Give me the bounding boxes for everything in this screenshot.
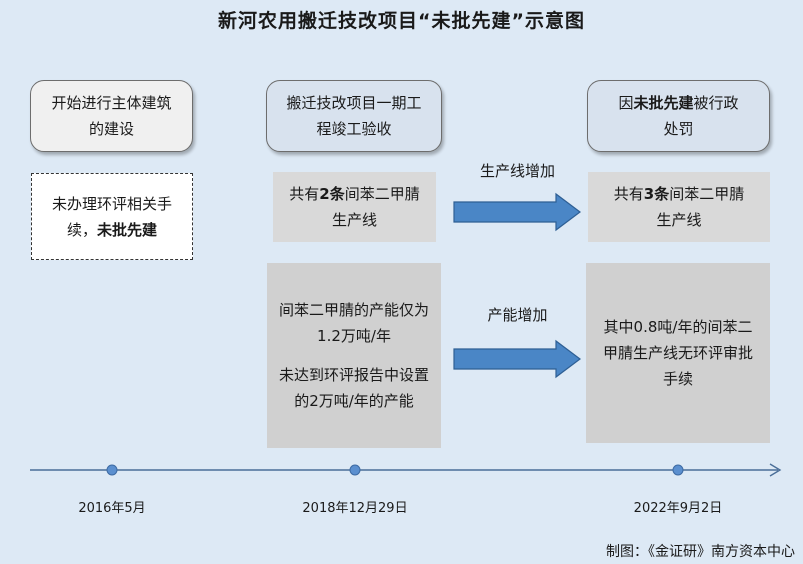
- stage-text-2018: 搬迁技改项目一期工程竣工验收: [286, 94, 422, 138]
- stage-text-2022: 因未批先建被行政处罚: [618, 94, 739, 138]
- timeline-dot-2018: [349, 464, 361, 476]
- timeline-dot-2022: [672, 464, 684, 476]
- timeline-axis: [30, 463, 782, 477]
- lines-text-2022: 共有3条间苯二甲腈生产线: [613, 185, 745, 229]
- timeline-date-2018: 2018年12月29日: [302, 501, 408, 516]
- capacity-box-2022: 其中0.8吨/年的间苯二甲腈生产线无环评审批手续: [586, 263, 770, 443]
- diagram-title: 新河农用搬迁技改项目“未批先建”示意图: [218, 10, 585, 32]
- lines-text-2018: 共有2条间苯二甲腈生产线: [289, 185, 420, 229]
- capacity-text-2018-a: 间苯二甲腈的产能仅为1.2万吨/年: [279, 301, 430, 345]
- timeline-date-2022: 2022年9月2日: [633, 501, 723, 516]
- note-box-2016: 未办理环评相关手续，未批先建: [31, 173, 193, 260]
- stage-box-2022: 因未批先建被行政处罚: [587, 80, 770, 152]
- timeline-dot-2016: [106, 464, 118, 476]
- capacity-text-2018-b: 未达到环评报告中设置的2万吨/年的产能: [279, 366, 430, 410]
- lines-box-2018: 共有2条间苯二甲腈生产线: [273, 172, 436, 242]
- stage-text-2016: 开始进行主体建筑的建设: [51, 94, 172, 138]
- timeline-date-2016: 2016年5月: [78, 501, 146, 516]
- capacity-box-2018: 间苯二甲腈的产能仅为1.2万吨/年 未达到环评报告中设置的2万吨/年的产能: [267, 263, 441, 448]
- arrow-right-icon: [453, 339, 581, 379]
- note-text-2016: 未办理环评相关手续，未批先建: [51, 194, 172, 239]
- capacity-text-2022: 其中0.8吨/年的间苯二甲腈生产线无环评审批手续: [602, 318, 753, 388]
- arrow-right-icon: [453, 192, 581, 232]
- stage-box-2018: 搬迁技改项目一期工程竣工验收: [266, 80, 442, 152]
- credit-line: 制图：《金证研》南方资本中心: [606, 544, 795, 560]
- arrow-label-lines: 生产线增加: [479, 162, 555, 180]
- stage-box-2016: 开始进行主体建筑的建设: [30, 80, 193, 152]
- lines-box-2022: 共有3条间苯二甲腈生产线: [588, 172, 770, 242]
- arrow-label-capacity: 产能增加: [487, 306, 548, 324]
